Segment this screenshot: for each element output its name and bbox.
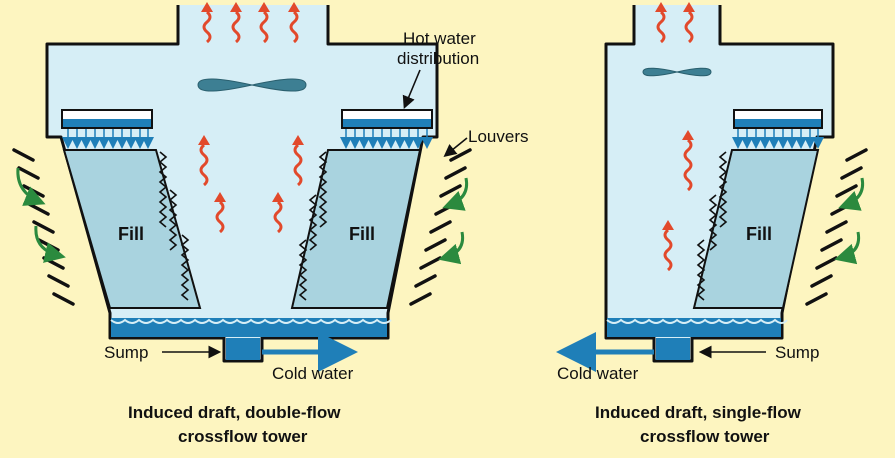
left-fill-label-b: Fill <box>349 224 375 244</box>
hot-water-label-line2: distribution <box>397 49 479 68</box>
right-caption-line1: Induced draft, single-flow <box>595 403 802 422</box>
right-sump-label: Sump <box>775 343 819 362</box>
left-tower: Fill Fill Hot water distribution Louvers… <box>12 2 528 446</box>
right-tower: Fill Sump Cold water Induced draft, sing… <box>556 2 868 446</box>
heat-arrow-icon <box>656 10 694 272</box>
right-caption-line2: crossflow tower <box>640 427 770 446</box>
louver-icon <box>805 148 868 306</box>
hot-water-callout-line <box>402 69 421 109</box>
left-drift-eliminator-a <box>158 151 190 301</box>
left-fill-media-a <box>62 149 202 309</box>
left-caption-line1: Induced draft, double-flow <box>128 403 341 422</box>
left-hot-water-basin-a <box>61 109 154 149</box>
louvers-label: Louvers <box>468 127 528 146</box>
right-hot-water-basin <box>732 109 824 149</box>
left-cold-water-label: Cold water <box>272 364 354 383</box>
right-cold-water-outlet <box>656 338 690 360</box>
left-hot-water-basin-b <box>340 109 433 149</box>
right-fill-media <box>692 149 820 309</box>
hot-water-label-line1: Hot water <box>403 29 476 48</box>
right-fill-label: Fill <box>746 224 772 244</box>
right-cold-water-label: Cold water <box>557 364 639 383</box>
fan-icon <box>642 67 712 77</box>
air-inflow-arrow-icon <box>834 177 865 265</box>
right-drift-eliminator <box>696 151 728 301</box>
left-fill-label-a: Fill <box>118 224 144 244</box>
left-caption-line2: crossflow tower <box>178 427 308 446</box>
left-cold-water-outlet <box>226 338 260 360</box>
heat-arrow-icon <box>199 10 303 234</box>
left-sump-waves <box>110 318 392 324</box>
left-drift-eliminator-b <box>298 151 328 301</box>
louvers-callout-line <box>443 137 468 158</box>
left-sump-label: Sump <box>104 343 148 362</box>
air-inflow-arrow-icon <box>16 167 469 265</box>
louver-icon <box>12 148 472 306</box>
right-sump-waves <box>606 318 788 324</box>
fan-icon <box>197 78 307 92</box>
